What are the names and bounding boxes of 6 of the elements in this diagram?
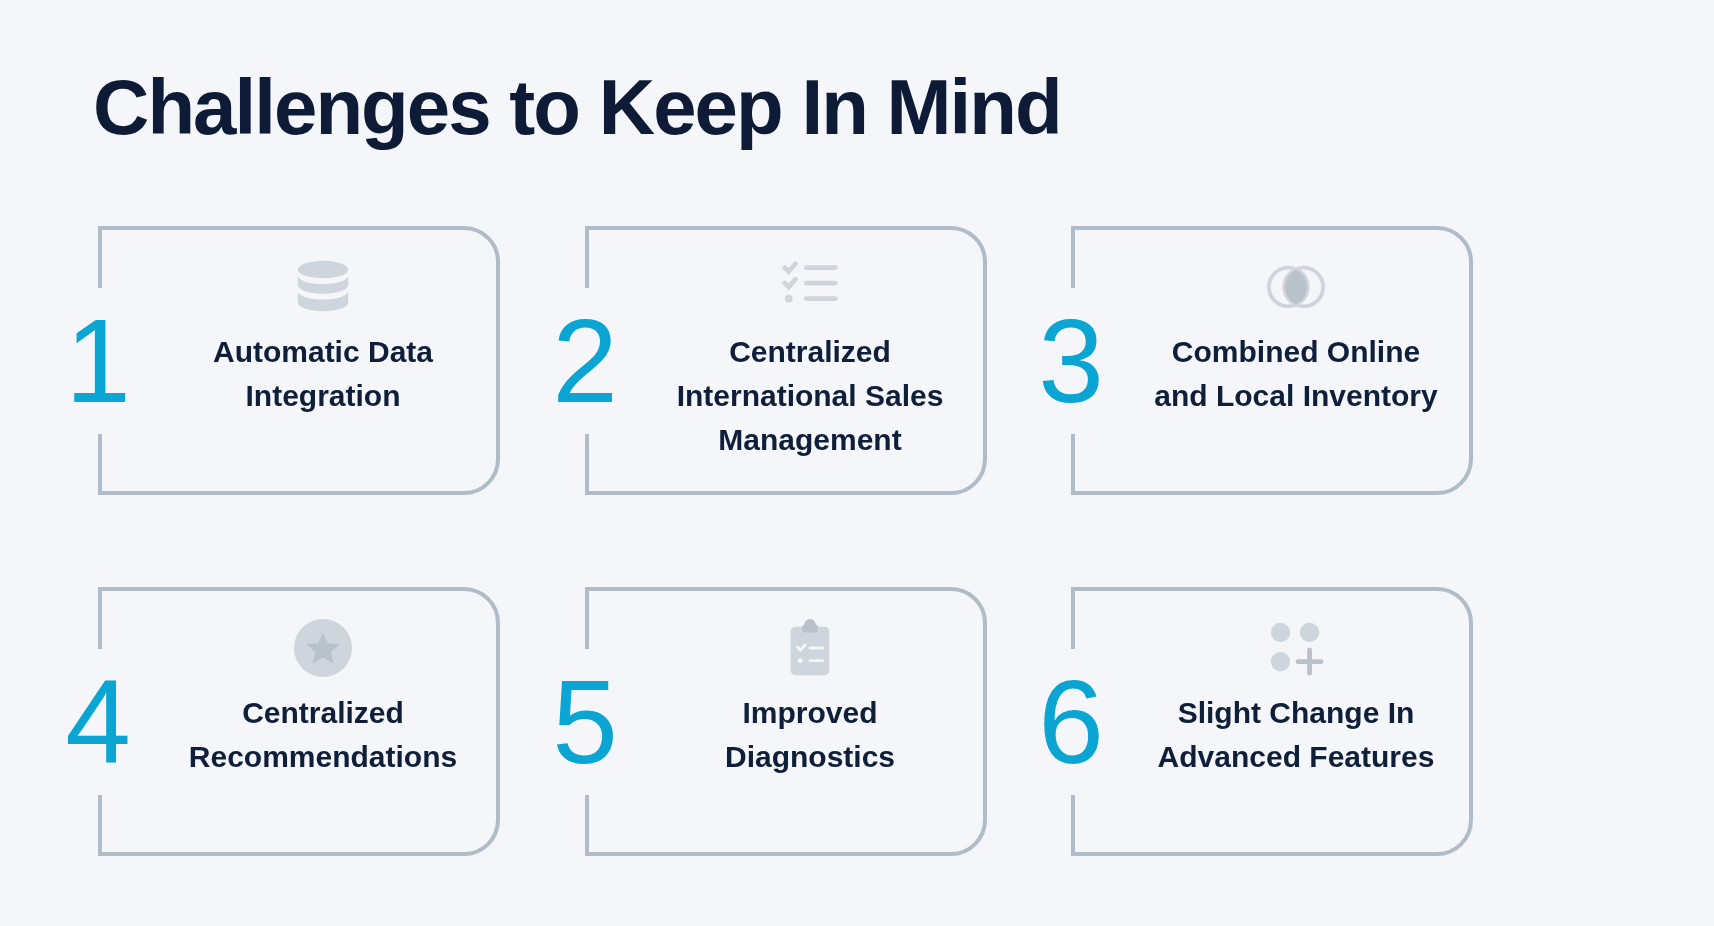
card-text: Automatic Data Integration	[211, 334, 434, 414]
card-text: Improved Diagnostics	[723, 695, 896, 775]
card-text: Centralized Recommendations	[187, 695, 459, 775]
card-text: Combined Online and Local Inventory	[1153, 334, 1439, 414]
card-text: Centralized International Sales Management	[675, 334, 945, 458]
card-text: Slight Change In Advanced Features	[1156, 695, 1436, 775]
